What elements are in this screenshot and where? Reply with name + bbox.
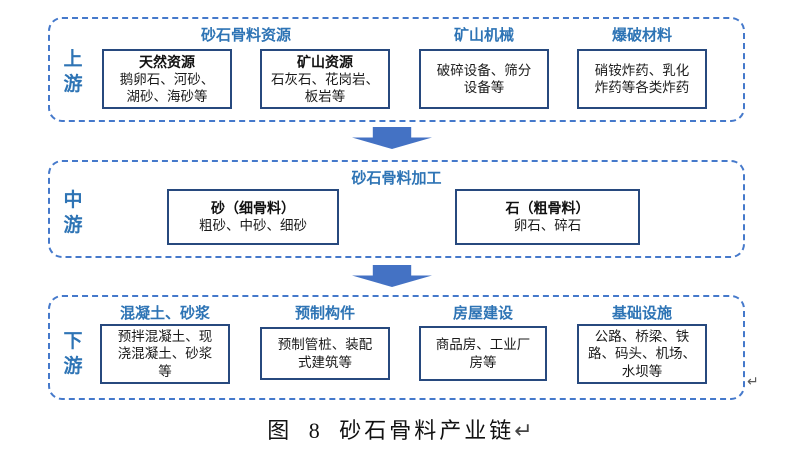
tier-midstream: 中游 砂石骨料加工 砂（细骨料） 粗砂、中砂、细砂 石（粗骨料） 卵石、碎石 (48, 160, 745, 258)
header-aggregate-processing: 砂石骨料加工 (351, 170, 442, 187)
tier-upstream: 上游 砂石骨料资源 天然资源 鹅卵石、河砂、 湖砂、海砂等 矿山资源 石灰石、花… (48, 17, 745, 122)
box-infrastructure-body: 公路、桥梁、铁 路、码头、机场、 水坝等 (588, 329, 696, 379)
box-precast-components: 预制管桩、装配 式建筑等 (260, 327, 390, 380)
box-infrastructure: 公路、桥梁、铁 路、码头、机场、 水坝等 (577, 324, 707, 384)
box-natural-resources-body: 鹅卵石、河砂、 湖砂、海砂等 (119, 71, 215, 105)
box-stone-coarse-aggregate: 石（粗骨料） 卵石、碎石 (455, 189, 640, 245)
box-natural-resources-title: 天然资源 (139, 53, 195, 70)
tier-downstream: 下游 混凝土、砂浆 预拌混凝土、现 浇混凝土、砂浆 等 预制构件 预制管桩、装配… (48, 295, 745, 400)
down-arrow-icon (352, 265, 432, 287)
tier-downstream-label: 下游 (63, 331, 83, 378)
box-stone-title: 石（粗骨料） (505, 200, 590, 217)
header-mining-machinery: 矿山机械 (453, 27, 514, 44)
paragraph-return-mark: ↵ (747, 375, 759, 390)
figure-caption: 图 8 砂石骨料产业链↵ (0, 413, 800, 445)
box-mine-resources: 矿山资源 石灰石、花岗岩、 板岩等 (260, 49, 390, 109)
box-blasting-materials: 硝铵炸药、乳化 炸药等各类炸药 (577, 49, 707, 109)
header-housing-construction: 房屋建设 (452, 305, 513, 322)
down-arrow-icon (352, 127, 432, 149)
paragraph-return-mark: ↵ (514, 418, 533, 443)
box-housing-construction-body: 商品房、工业厂 房等 (435, 337, 531, 370)
box-concrete-mortar-body: 预拌混凝土、现 浇混凝土、砂浆 等 (117, 329, 213, 379)
box-precast-components-body: 预制管桩、装配 式建筑等 (277, 337, 373, 370)
box-sand-fine-aggregate: 砂（细骨料） 粗砂、中砂、细砂 (167, 189, 339, 245)
box-blasting-materials-body: 硝铵炸药、乳化 炸药等各类炸药 (594, 62, 690, 95)
box-mine-resources-body: 石灰石、花岗岩、 板岩等 (271, 71, 379, 105)
box-mining-machinery: 破碎设备、筛分 设备等 (419, 49, 549, 109)
box-sand-title: 砂（细骨料） (211, 200, 295, 217)
header-aggregate-resources: 砂石骨料资源 (200, 27, 291, 44)
figure-caption-text: 图 8 砂石骨料产业链 (267, 418, 515, 443)
box-housing-construction: 商品房、工业厂 房等 (419, 326, 547, 381)
tier-upstream-label: 上游 (63, 49, 83, 96)
box-sand-body: 粗砂、中砂、细砂 (199, 218, 307, 234)
header-infrastructure: 基础设施 (611, 305, 672, 322)
box-concrete-mortar: 预拌混凝土、现 浇混凝土、砂浆 等 (100, 324, 230, 384)
header-precast-components: 预制构件 (294, 305, 355, 322)
box-mining-machinery-body: 破碎设备、筛分 设备等 (436, 62, 532, 95)
tier-midstream-label: 中游 (63, 190, 83, 237)
box-natural-resources: 天然资源 鹅卵石、河砂、 湖砂、海砂等 (102, 49, 232, 109)
box-mine-resources-title: 矿山资源 (297, 53, 353, 70)
box-stone-body: 卵石、碎石 (513, 218, 582, 234)
header-blasting-materials: 爆破材料 (611, 27, 672, 44)
header-concrete-mortar: 混凝土、砂浆 (119, 305, 210, 322)
